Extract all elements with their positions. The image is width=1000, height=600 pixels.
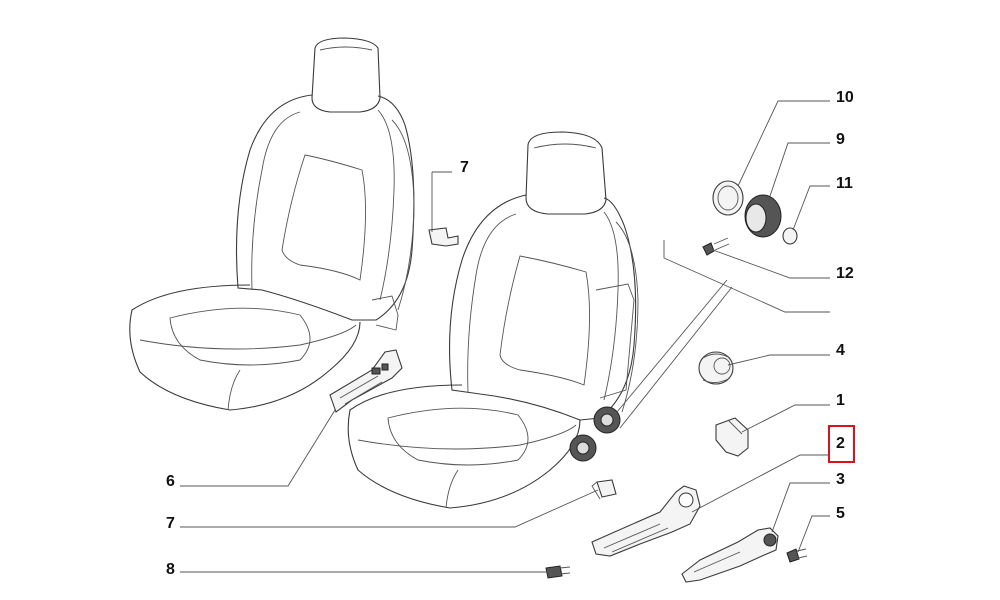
clip-part-7-top — [428, 227, 459, 247]
screw-part-8 — [545, 565, 571, 579]
right-seat-drawing — [347, 131, 639, 509]
lever-part-3 — [681, 527, 779, 583]
callout-highlight-box — [828, 425, 855, 463]
callout-label-5: 5 — [836, 505, 845, 522]
callout-label-7-bottom: 7 — [166, 515, 175, 532]
callout-label-12: 12 — [836, 265, 854, 282]
cover-part-1 — [715, 417, 749, 457]
knob-part-4 — [698, 351, 734, 385]
rail-part-6 — [329, 349, 403, 413]
callout-label-7-top: 7 — [460, 159, 469, 176]
handle-part-2 — [591, 485, 701, 557]
clip-part-7-bottom — [591, 479, 617, 500]
leader-lines — [180, 100, 830, 573]
callout-label-9: 9 — [836, 131, 845, 148]
cap-part-10 — [712, 180, 744, 216]
callout-label-8: 8 — [166, 561, 175, 578]
left-seat-drawing — [129, 37, 415, 411]
callout-label-2: 2 — [836, 435, 845, 452]
screw-part-5 — [786, 548, 808, 563]
callout-label-11: 11 — [836, 175, 853, 192]
seat-recliner-knobs — [569, 406, 621, 462]
ring-part-11 — [782, 227, 798, 245]
screw-part-12 — [702, 237, 730, 256]
knob-part-9 — [744, 194, 782, 238]
callout-label-1: 1 — [836, 392, 845, 409]
callout-label-4: 4 — [836, 342, 845, 359]
callout-label-10: 10 — [836, 89, 854, 106]
callout-label-3: 3 — [836, 471, 845, 488]
callout-label-6: 6 — [166, 473, 175, 490]
